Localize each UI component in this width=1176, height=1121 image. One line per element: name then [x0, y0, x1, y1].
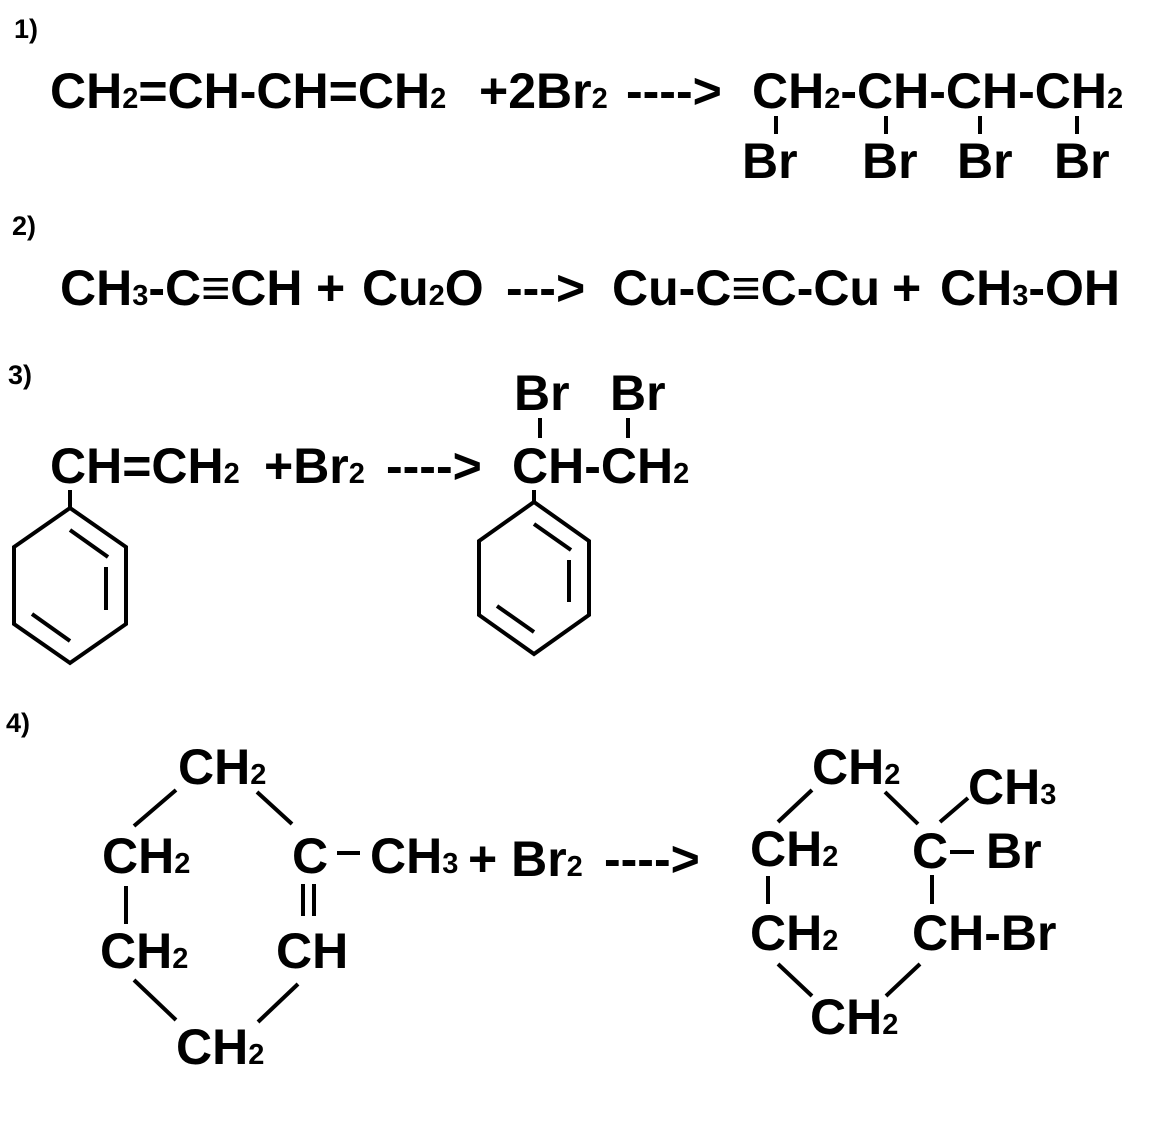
bond-line — [132, 788, 178, 828]
ring-ch2: CH2 — [176, 1019, 264, 1075]
bromine-substituent: Br — [957, 133, 1013, 189]
product-chain: CH2-CH-CH-CH2 — [752, 63, 1123, 119]
bromine-substituent: Br — [610, 365, 666, 421]
bond-line — [256, 982, 300, 1024]
product-chain: CH-CH2 — [512, 438, 689, 494]
plus-sign: + — [892, 260, 921, 316]
reaction-4: 4) CH2 CH2 CH2 CH2 C CH CH3 + Br2 ----> … — [6, 708, 1056, 1075]
reaction-1: 1) CH2=CH-CH=CH2 +2Br2 ----> CH2-CH-CH-C… — [14, 14, 1123, 189]
bond-line — [884, 962, 922, 998]
bromine-substituent: Br — [1054, 133, 1110, 189]
ring-ch2: CH2 — [750, 821, 838, 877]
ring-ch2: CH2 — [812, 739, 900, 795]
ring-ch: CH — [276, 923, 348, 979]
benzene-ring — [12, 505, 128, 666]
ring-ch2: CH2 — [810, 989, 898, 1045]
reaction-3: 3) CH=CH2 +Br2 ----> Br Br CH-CH2 — [8, 360, 689, 666]
ring-carbon: C — [912, 823, 948, 879]
bond-line — [883, 790, 920, 826]
reaction-arrow: ----> — [386, 438, 482, 494]
reagent-bromine: +2Br2 — [479, 63, 608, 119]
bond-line — [776, 962, 814, 998]
ring-ch2: CH2 — [750, 905, 838, 961]
reaction-number: 2) — [12, 211, 36, 241]
bromine-substituent: Br — [514, 365, 570, 421]
reaction-arrow: ----> — [626, 63, 722, 119]
methyl-group: CH3 — [370, 828, 458, 884]
ring-ch2: CH2 — [178, 739, 266, 795]
reaction-number: 3) — [8, 360, 32, 390]
reaction-number: 1) — [14, 14, 38, 44]
reactant-propyne: CH3-C≡CH — [60, 260, 303, 316]
methyl-group: CH3 — [968, 759, 1056, 815]
reaction-arrow: ----> — [604, 831, 700, 887]
benzene-ring — [477, 499, 591, 657]
reactant-side-chain: CH=CH2 — [50, 438, 240, 494]
bromine-substituent: Br — [986, 823, 1042, 879]
bromine-substituent: Br — [742, 133, 798, 189]
reaction-number: 4) — [6, 708, 30, 738]
reaction-arrow: ---> — [506, 260, 585, 316]
bond-line — [776, 788, 814, 824]
ring-ch2: CH2 — [100, 923, 188, 979]
bromine-substituent: Br — [862, 133, 918, 189]
reagent-bromine: + Br2 — [468, 831, 583, 887]
bond-line — [255, 790, 294, 826]
ring-carbon: C — [292, 828, 328, 884]
ring-chbr: CH-Br — [912, 905, 1056, 961]
ring-ch2: CH2 — [102, 828, 190, 884]
bond-line — [132, 978, 178, 1022]
reagent-bromine: +Br2 — [264, 438, 365, 494]
product-methanol: CH3-OH — [940, 260, 1120, 316]
reagent-copper-oxide: Cu2O — [362, 260, 484, 316]
product-copper-acetylide: Cu-C≡C-Cu — [612, 260, 880, 316]
reaction-2: 2) CH3-C≡CH + Cu2O ---> Cu-C≡C-Cu + CH3-… — [12, 211, 1120, 316]
plus-sign: + — [316, 260, 345, 316]
bond-line — [938, 796, 970, 824]
reactant-butadiene: CH2=CH-CH=CH2 — [50, 63, 446, 119]
